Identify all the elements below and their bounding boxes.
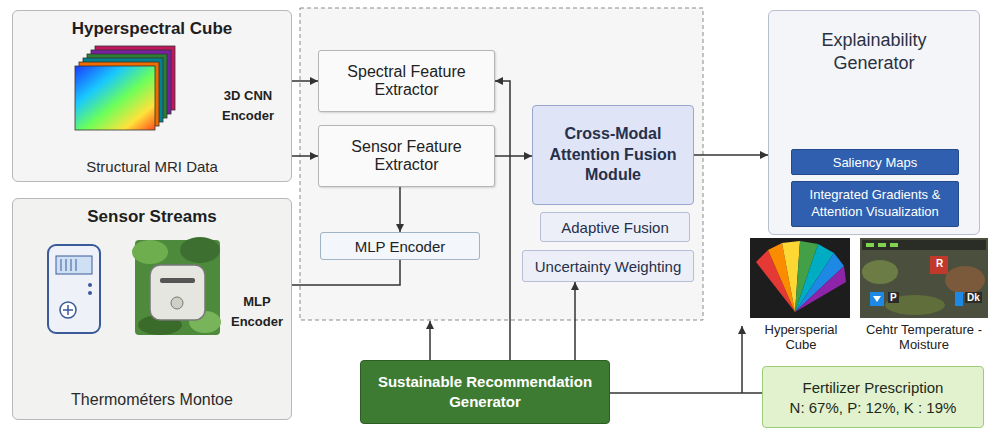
node-text: Hyperspectral Cube <box>72 19 233 39</box>
layout-arrow <box>429 321 431 360</box>
node-text: Integrated Gradients & Attention Visuali… <box>798 187 952 221</box>
node-text: MLP Encoder <box>355 238 446 255</box>
panel-ground <box>768 10 980 235</box>
icon-letter: Dk <box>965 292 982 303</box>
connector-arrow <box>495 155 532 157</box>
connector-arrow <box>399 187 401 232</box>
sub-module-box: Adaptive Fusion <box>540 212 690 242</box>
node-subtext: Structural MRI Data <box>86 158 218 175</box>
thermometer-icon <box>48 245 100 333</box>
image-caption: Cehtr Temperature - Moisture <box>858 322 990 352</box>
node-text: Uncertainty Weighting <box>535 258 681 275</box>
node-text: Saliency Maps <box>833 155 918 170</box>
image-caption: Hypersperial Cube <box>750 322 852 352</box>
method-box: Integrated Gradients & Attention Visuali… <box>791 181 959 227</box>
panel-ground <box>12 10 292 182</box>
connector-arrow <box>292 260 400 285</box>
icon-letter: P <box>888 292 899 303</box>
generator-box: Sustainable Recommendation Generator <box>360 360 610 424</box>
dashed-group-panel <box>300 8 703 320</box>
field-status-image <box>860 238 988 318</box>
connector-arrow <box>574 282 576 360</box>
icon-letter: R <box>934 258 945 269</box>
connector-arrow <box>292 155 318 157</box>
fusion-module: Cross-Modal Attention Fusion Module <box>532 105 694 205</box>
node-text: Cross-Modal Attention Fusion Module <box>541 124 685 186</box>
hyperspectral-output-image <box>750 238 850 318</box>
connector-label: MLP Encoder <box>226 292 288 331</box>
output-panel: Explainability GeneratorSaliency MapsInt… <box>768 10 980 235</box>
node-text: Adaptive Fusion <box>561 219 669 236</box>
node-text: Sensor Feature Extractor <box>327 138 486 174</box>
node-text: Spectral Feature Extractor <box>327 63 486 99</box>
prescription-box: Fertilizer Prescription N: 67%, P: 12%, K… <box>762 366 984 428</box>
node-subtext: N: 67%, P: 12%, K : 19% <box>790 399 957 416</box>
node-text: Fertilizer Prescription <box>803 379 944 396</box>
connector-arrow <box>495 81 510 360</box>
node-subtext: Thermométers Montoe <box>71 391 233 409</box>
sub-module-box: Uncertainty Weighting <box>522 250 694 282</box>
connector-arrow <box>694 154 768 156</box>
encoder-label: 3D CNN Encoder <box>208 86 288 125</box>
panel-ground <box>12 198 292 420</box>
node-text: Explainability Generator <box>799 29 949 76</box>
hyperspectral-cube <box>75 46 175 130</box>
node-text: Sustainable Recommendation Generator <box>369 372 601 413</box>
encoder-box: MLP Encoder <box>320 232 480 260</box>
connector-arrow <box>292 80 318 82</box>
process-box: Spectral Feature Extractor <box>318 50 495 112</box>
connector-arrow <box>610 392 762 394</box>
process-box: Sensor Feature Extractor <box>318 125 495 187</box>
field-sensor-photo <box>132 237 221 335</box>
layout-arrow <box>741 326 743 393</box>
node-text: Sensor Streams <box>87 207 216 227</box>
method-box: Saliency Maps <box>791 149 959 175</box>
